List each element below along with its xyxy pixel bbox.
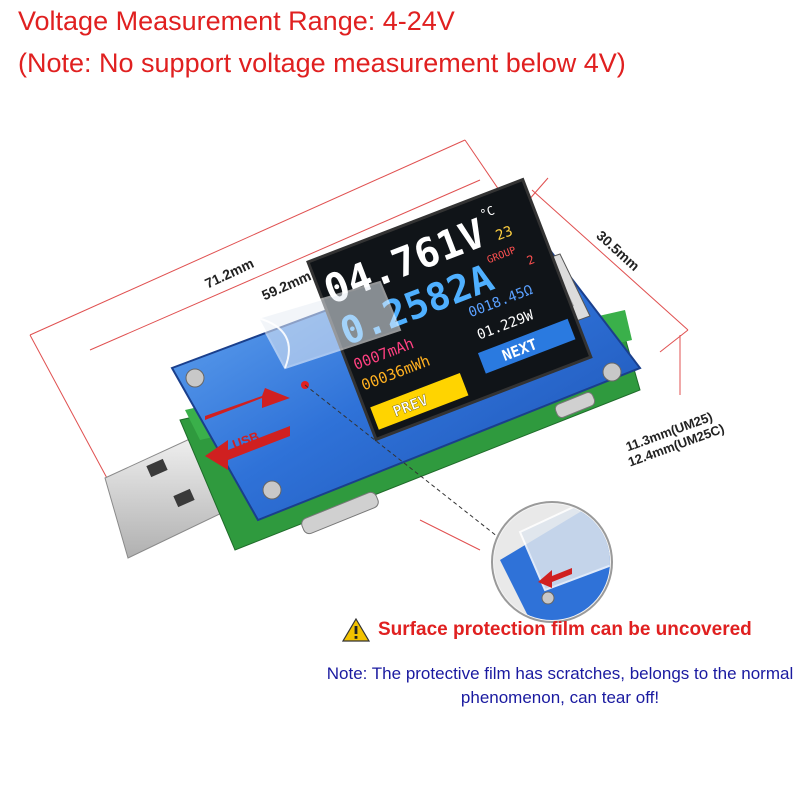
range-note: (Note: No support voltage measurement be… [18, 48, 626, 78]
range-title: Voltage Measurement Range: 4-24V [18, 6, 455, 36]
prev-button-bg [370, 372, 469, 430]
dim-total-length: 71.2mm [202, 255, 256, 292]
temp-readout: 23 [494, 223, 515, 244]
usb-plug [104, 431, 229, 559]
warning-text: Surface protection film can be uncovered [378, 619, 752, 640]
prev-button: PREV [390, 391, 430, 421]
lcd-screen: 04.761V 0.2582A °C 23 GROUP 2 0007mAh 00… [306, 177, 593, 442]
protective-film-peel [256, 280, 402, 370]
next-button-bg [477, 318, 576, 374]
usb-logo: USB [205, 388, 290, 470]
screen-frame [306, 177, 593, 442]
typec-port-2 [554, 392, 596, 418]
warning-line: Surface protection film can be uncovered [342, 618, 752, 642]
temp-unit: °C [478, 203, 497, 221]
note-text: Note: The protective film has scratches,… [326, 664, 794, 707]
typec-port [301, 491, 379, 535]
warning-icon [342, 618, 370, 642]
group-value: 2 [525, 252, 537, 268]
film-leader-line [304, 384, 513, 549]
